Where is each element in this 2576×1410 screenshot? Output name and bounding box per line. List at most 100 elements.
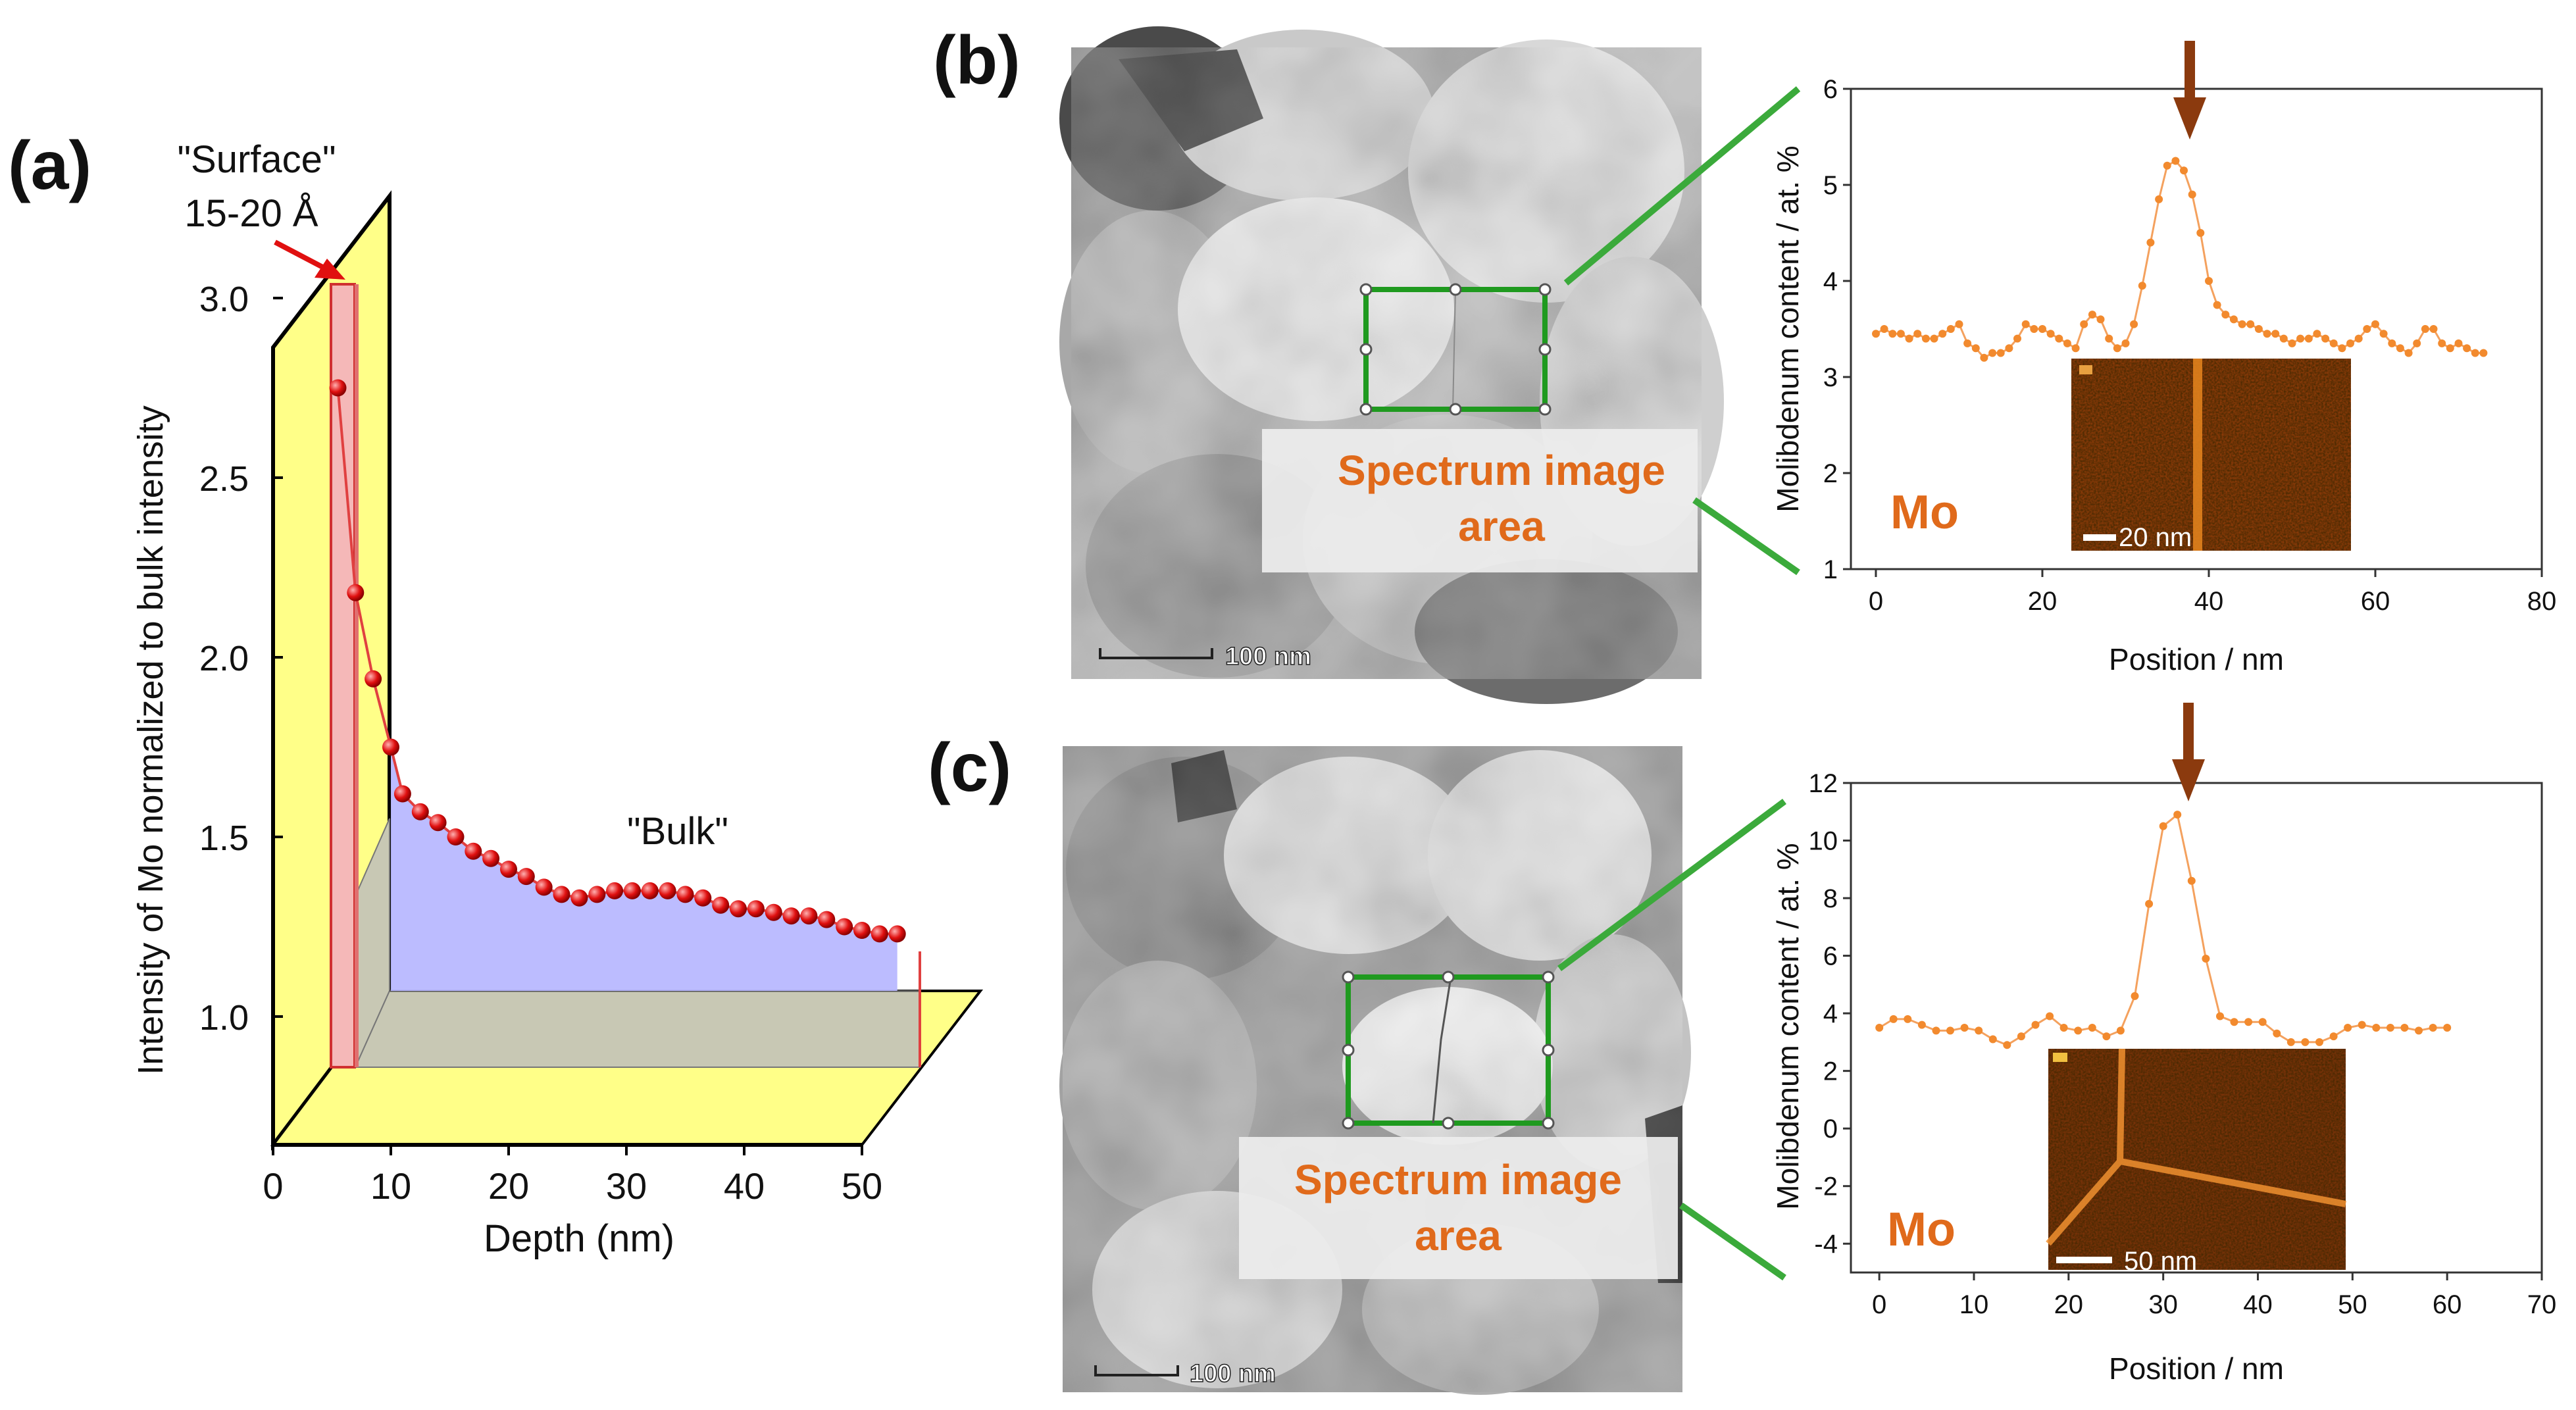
chart-c-point (1988, 1035, 1997, 1044)
spectrum-label-b: Spectrum image area (1262, 429, 1698, 572)
chart-b-point (1996, 349, 2005, 357)
panel-a-point (818, 911, 836, 928)
panel-a-x-label: Depth (nm) (484, 1217, 674, 1260)
chart-c-x-tick-label: 70 (2527, 1290, 2557, 1319)
panel-a-point (465, 842, 482, 860)
svg-text:Spectrum image: Spectrum image (1294, 1156, 1622, 1203)
chart-b-points (1872, 157, 2488, 362)
scale-bar-b: 100 nm (1099, 642, 1312, 671)
panel-a-point (676, 886, 694, 903)
panel-a-x-tick-label: 30 (606, 1165, 647, 1207)
chart-b-point (1930, 334, 1938, 343)
red-arrow-icon (274, 239, 345, 280)
chart-c-y-tick-label: 4 (1823, 999, 1838, 1028)
chart-c-y-tick-label: 6 (1823, 942, 1838, 971)
panel-a-point (365, 670, 382, 688)
chart-c-x-tick-label: 50 (2338, 1290, 2367, 1319)
chart-b-x-tick-label: 60 (2361, 587, 2390, 616)
chart-b-point (2279, 334, 2288, 343)
panel-a-point (730, 900, 747, 918)
chart-b-point (2454, 339, 2463, 347)
chart-b-point (2463, 344, 2471, 353)
panel-a-point (553, 886, 570, 903)
chart-b-x-tick-label: 20 (2028, 587, 2058, 616)
chart-b-point (2046, 330, 2055, 338)
panel-a-point (429, 814, 447, 832)
chart-b-point (2146, 238, 2155, 247)
chart-c-y-tick-label: 10 (1809, 827, 1838, 856)
chart-c-point (2159, 822, 2167, 830)
chart-c-point (1889, 1015, 1898, 1023)
chart-b-point (1888, 330, 1897, 338)
chart-c-point (2145, 899, 2154, 908)
chart-b-point (2471, 349, 2479, 357)
panel-a-points (329, 379, 906, 943)
chart-b-x-tick-label: 0 (1869, 587, 1883, 616)
chart-c-point (2230, 1018, 2238, 1026)
selection-box-c[interactable] (1342, 970, 1555, 1130)
chart-b-point (2030, 325, 2038, 333)
chart-b-point (2313, 330, 2321, 338)
panel-label-a: (a) (8, 128, 91, 204)
chart-c-point (2116, 1026, 2125, 1035)
down-arrow-icon (2172, 703, 2205, 801)
chart-b-point (2479, 349, 2488, 357)
chart-b-point (1872, 330, 1880, 338)
chart-c-point (1975, 1026, 1983, 1035)
panel-a-point (836, 918, 853, 936)
chart-c-point (2046, 1012, 2054, 1020)
chart-b-y-tick-label: 4 (1823, 267, 1838, 296)
chart-b-point (2005, 344, 2013, 353)
panel-a-surface-label: "Surface" (177, 138, 336, 181)
chart-c-point (2187, 876, 2196, 885)
panel-a-point (747, 900, 765, 918)
panel-a-point (712, 896, 730, 914)
panel-a-point (347, 584, 365, 601)
connector-b-top (1563, 86, 1801, 286)
chart-c-x-tick-label: 0 (1872, 1290, 1886, 1319)
panel-a-point (623, 882, 641, 899)
chart-c-point (2443, 1024, 2452, 1032)
chart-b-point (2263, 330, 2271, 338)
chart-c-point (2400, 1024, 2409, 1032)
panel-a-y-tick-label: 1.5 (199, 818, 249, 858)
chart-b-point (2413, 339, 2421, 347)
chart-b-point (1896, 330, 1905, 338)
chart-c-point (2074, 1026, 2083, 1035)
panel-a-point (871, 925, 888, 943)
panel-a-point (888, 925, 906, 943)
chart-b-x-label: Position / nm (2109, 642, 2284, 676)
panel-a-point (411, 803, 429, 820)
chart-b-point (2021, 320, 2030, 328)
chart-b-point (2155, 195, 2163, 203)
chart-c-x-tick-label: 30 (2148, 1290, 2178, 1319)
panel-a-x-tick-label: 20 (488, 1165, 529, 1207)
chart-b-point (1988, 349, 1997, 357)
chart-b-point (2379, 330, 2388, 338)
chart-b-point (1913, 330, 1922, 338)
chart-c-point (2344, 1024, 2352, 1032)
panel-a-bulk-label: "Bulk" (627, 810, 728, 853)
chart-b-point (2163, 161, 2171, 170)
panel-a-surface-depth: 15-20 Å (184, 192, 318, 235)
panel-a-y-tick-label: 2.0 (199, 639, 249, 678)
inset-map-b: 20 nm (2071, 359, 2351, 552)
connector-c-bottom (1679, 1202, 1786, 1281)
chart-c-x-tick-label: 60 (2433, 1290, 2462, 1319)
chart-b-point (2446, 344, 2454, 353)
panel-a-point (482, 849, 500, 867)
chart-c-point (2003, 1041, 2011, 1049)
chart-b-point (2138, 282, 2146, 290)
chart-b-point (2105, 334, 2113, 343)
chart-b-point (2438, 339, 2446, 347)
chart-b-point (1938, 330, 1947, 338)
chart-b-point (2388, 339, 2396, 347)
chart-b-point (2229, 315, 2238, 324)
selection-box-b[interactable] (1359, 283, 1552, 416)
chart-b-point (2121, 339, 2130, 347)
chart-b-y-tick-label: 6 (1823, 75, 1838, 104)
panel-label-b: (b) (933, 22, 1021, 99)
panel-a-surface-bar (330, 283, 356, 1069)
